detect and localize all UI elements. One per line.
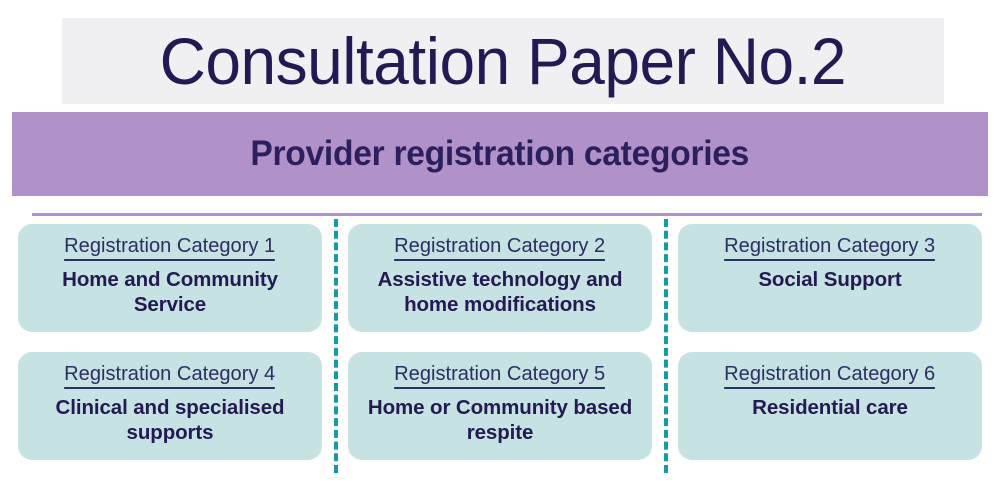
- category-row-top: Registration Category 1 Home and Communi…: [0, 224, 1000, 332]
- page-title: Consultation Paper No.2: [159, 24, 847, 98]
- column-divider-1: [334, 219, 338, 473]
- category-row-bottom: Registration Category 4 Clinical and spe…: [0, 352, 1000, 460]
- category-card-1: Registration Category 1 Home and Communi…: [18, 224, 322, 332]
- category-card-2: Registration Category 2 Assistive techno…: [348, 224, 652, 332]
- column-divider-2: [664, 219, 668, 473]
- category-card-heading: Registration Category 1: [64, 234, 276, 261]
- category-card-6: Registration Category 6 Residential care: [678, 352, 982, 460]
- banner-heading: Provider registration categories: [250, 134, 750, 173]
- horizontal-rule: [32, 213, 982, 216]
- category-card-3: Registration Category 3 Social Support: [678, 224, 982, 332]
- category-card-label: Residential care: [752, 395, 908, 419]
- category-card-heading: Registration Category 3: [724, 234, 936, 261]
- category-card-label: Home or Community based respite: [367, 395, 633, 444]
- category-card-4: Registration Category 4 Clinical and spe…: [18, 352, 322, 460]
- category-card-5: Registration Category 5 Home or Communit…: [348, 352, 652, 460]
- page-title-band: Consultation Paper No.2: [62, 18, 944, 104]
- category-card-label: Social Support: [758, 267, 902, 291]
- category-card-heading: Registration Category 6: [724, 362, 936, 389]
- banner: Provider registration categories: [12, 112, 988, 196]
- category-card-label: Clinical and specialised supports: [55, 395, 285, 444]
- category-card-label: Home and Community Service: [62, 267, 278, 316]
- category-card-heading: Registration Category 5: [394, 362, 606, 389]
- category-card-heading: Registration Category 4: [64, 362, 276, 389]
- category-card-label: Assistive technology and home modificati…: [377, 267, 623, 316]
- category-card-heading: Registration Category 2: [394, 234, 606, 261]
